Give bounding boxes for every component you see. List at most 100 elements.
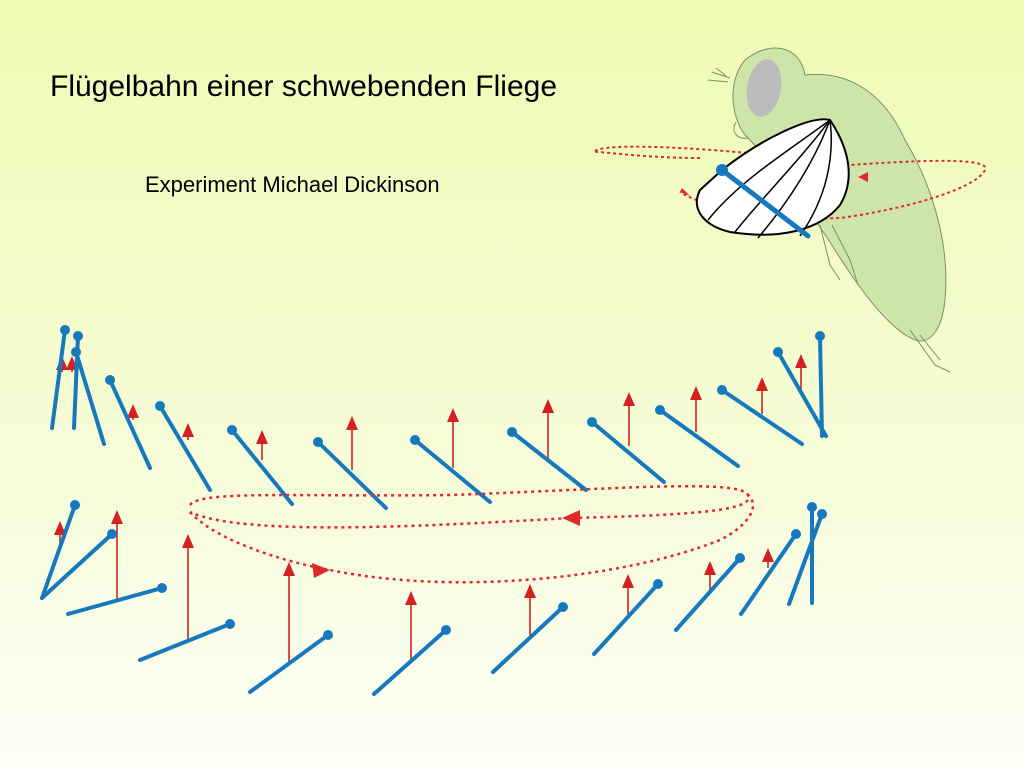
upper-stroke-row xyxy=(50,325,828,510)
upper-wing-section-icon xyxy=(587,392,666,484)
leading-edge-dot-icon xyxy=(587,417,597,427)
upper-wing-section-icon xyxy=(50,325,70,430)
lower-wing-section-icon xyxy=(787,509,827,606)
wing-chord-line xyxy=(40,532,114,600)
lift-arrow-icon xyxy=(795,354,807,368)
wing-chord-line xyxy=(66,586,164,616)
wing-chord-line xyxy=(108,378,152,470)
wing-chord-line xyxy=(818,334,824,438)
leading-edge-dot-icon xyxy=(507,427,517,437)
lift-arrow-icon xyxy=(54,521,66,535)
wing-chord-line xyxy=(74,350,106,446)
lower-stroke-row xyxy=(40,500,827,696)
leading-edge-dot-icon xyxy=(225,619,235,629)
leading-edge-dot-icon xyxy=(817,509,827,519)
leading-edge-dot-icon xyxy=(323,630,333,640)
leading-edge-dot-icon xyxy=(410,435,420,445)
lift-arrow-icon xyxy=(182,423,194,437)
lift-arrow-icon xyxy=(762,548,774,562)
leading-edge-dot-icon xyxy=(773,347,783,357)
leading-edge-dot-icon xyxy=(735,553,745,563)
trajectory-arrow-right xyxy=(312,563,330,578)
wing-chord-line xyxy=(510,430,588,492)
trajectory-loop-upper xyxy=(188,484,750,529)
upper-wing-section-icon xyxy=(815,331,825,438)
leading-edge-dot-icon xyxy=(441,625,451,635)
upper-wing-section-icon xyxy=(313,416,388,510)
leading-edge-dot-icon xyxy=(791,529,801,539)
leading-edge-dot-icon xyxy=(815,331,825,341)
wing-chord-line xyxy=(674,556,742,632)
lower-wing-section-icon xyxy=(674,553,745,632)
lower-wing-section-icon xyxy=(248,562,333,694)
wing-chord-line xyxy=(138,622,232,662)
lift-arrow-icon xyxy=(182,534,194,548)
trajectory-arrow-left xyxy=(562,510,580,526)
leading-edge-dot-icon xyxy=(155,401,165,411)
upper-wing-section-icon xyxy=(155,401,212,492)
wing-chord-line xyxy=(592,582,660,656)
lift-arrow-icon xyxy=(622,574,634,588)
wing-chord-line xyxy=(40,503,77,600)
wing-chord-line xyxy=(316,440,388,510)
wing-chord-line xyxy=(248,633,330,694)
wing-chord-line xyxy=(590,420,666,484)
lift-arrow-icon xyxy=(524,584,536,598)
wing-chord-line xyxy=(50,328,67,430)
leading-edge-dot-icon xyxy=(807,502,817,512)
wing-chord-line xyxy=(230,428,294,506)
lower-wing-section-icon xyxy=(372,591,451,696)
wing-chord-line xyxy=(776,350,828,438)
lift-arrow-icon xyxy=(447,408,459,422)
lift-arrow-icon xyxy=(623,392,635,406)
wing-chord-line xyxy=(372,628,448,696)
lower-wing-section-icon xyxy=(138,534,235,662)
leading-edge-dot-icon xyxy=(107,529,117,539)
lift-arrow-icon xyxy=(111,510,123,524)
lower-wing-section-icon xyxy=(40,500,80,600)
slide-title: Flügelbahn einer schwebenden Fliege xyxy=(50,70,558,103)
lift-arrow-icon xyxy=(542,399,554,413)
wing-icon xyxy=(695,118,850,239)
leading-edge-dot-icon xyxy=(227,425,237,435)
leading-edge-dot-icon xyxy=(717,385,727,395)
lift-arrow-icon xyxy=(346,416,358,430)
leading-edge-dot-icon xyxy=(157,583,167,593)
wing-chord-line xyxy=(720,388,804,446)
upper-wing-section-icon xyxy=(66,331,83,430)
fly-eye-icon xyxy=(746,59,782,117)
leading-edge-dot-icon xyxy=(105,375,115,385)
trajectory-loop-lower xyxy=(189,494,755,584)
lift-arrow-icon xyxy=(756,377,768,391)
leading-edge-dot-icon xyxy=(70,500,80,510)
leading-edge-dot-icon xyxy=(558,602,568,612)
leading-edge-dot-icon xyxy=(71,347,81,357)
upper-wing-section-icon xyxy=(655,386,740,468)
leading-edge-dot-icon xyxy=(655,405,665,415)
leading-edge-dot-icon xyxy=(313,437,323,447)
upper-wing-section-icon xyxy=(773,347,828,438)
upper-wing-section-icon xyxy=(227,425,294,506)
lift-arrow-icon xyxy=(704,561,716,575)
lift-arrow-icon xyxy=(405,591,417,605)
upper-wing-section-icon xyxy=(71,347,106,446)
leading-edge-dot-icon xyxy=(653,579,663,589)
lower-wing-section-icon xyxy=(807,502,817,605)
wing-chord-line xyxy=(413,438,492,504)
lift-arrow-icon xyxy=(283,562,295,576)
upper-wing-section-icon xyxy=(105,375,152,470)
lower-wing-section-icon xyxy=(40,510,123,600)
upper-wing-section-icon xyxy=(717,377,804,446)
wing-chord-line xyxy=(158,404,212,492)
lower-wing-section-icon xyxy=(491,584,568,674)
wing-chord-line xyxy=(739,532,798,616)
wing-chord-line xyxy=(658,408,740,468)
slide-subtitle: Experiment Michael Dickinson xyxy=(145,172,440,197)
leading-edge-dot-icon xyxy=(60,325,70,335)
upper-wing-section-icon xyxy=(410,408,492,504)
lift-arrow-icon xyxy=(127,404,139,418)
lower-wing-section-icon xyxy=(739,529,801,616)
wing-chord-line xyxy=(491,605,565,674)
